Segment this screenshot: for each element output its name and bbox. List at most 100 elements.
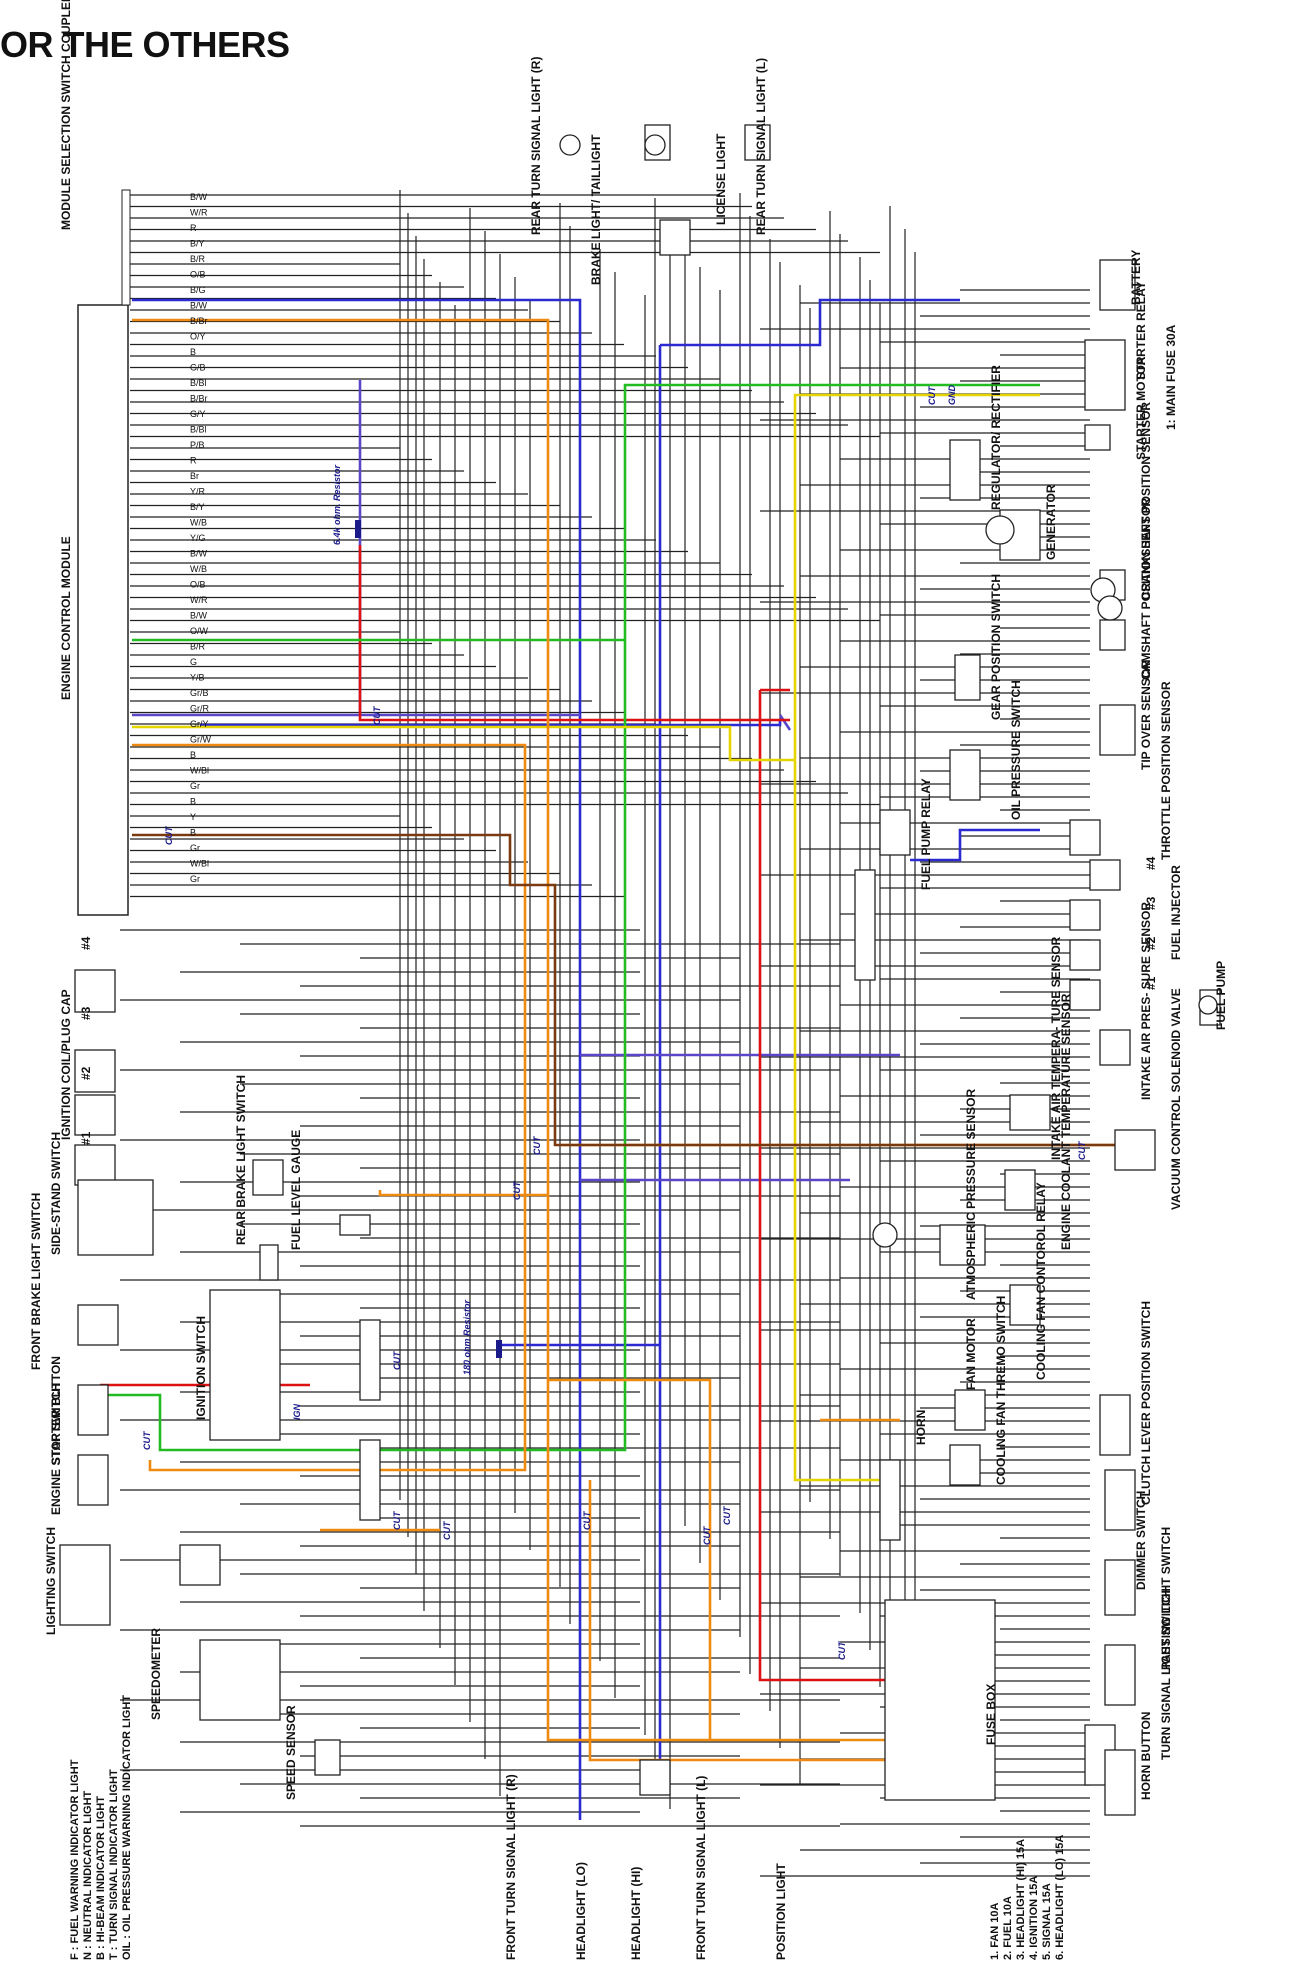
wire-code-40: Y [190,812,196,822]
cut-note: CUT [392,1350,402,1370]
label-left-9: ENGINE STOP SWITCH [49,1383,63,1515]
component-symbol-19 [949,439,981,501]
component-symbol-23 [954,654,981,701]
label-right-4: REGULATOR/ RECTIFIER [989,365,1003,510]
component-symbol-35 [1114,1129,1156,1171]
component-symbols [59,124,1221,1816]
label-right-11: THROTTLE POSITION SENSOR [1159,681,1173,860]
label-top-3: REAR TURN SIGNAL LIGHT (L) [754,58,768,235]
component-symbol-25 [949,749,981,801]
component-symbol-33 [1099,1029,1131,1066]
cut-note: CUT [582,1510,592,1530]
component-symbol-34 [1009,1094,1051,1131]
cut-note: CUT [1077,1140,1087,1160]
wire-code-42: Gr [190,843,200,853]
red-wire [98,545,900,1682]
round-symbol-1 [1097,595,1123,621]
cut-note: CUT [722,1505,732,1525]
wire-code-5: O/B [190,270,206,280]
fuse-line: 2. FUEL 10A [1002,1896,1014,1960]
label-bottom-0: FRONT TURN SIGNAL LIGHT (R) [504,1774,518,1960]
yellow-wire [132,393,1040,1482]
cut-note: CUT [392,1510,402,1530]
wire-code-31: Y/B [190,673,205,683]
label-top-0: REAR TURN SIGNAL LIGHT (R) [529,57,543,235]
label-right-18: ENGINE COOLANT TEMPERATURE SENSOR [1059,993,1073,1250]
label-right-10: OIL PRESSURE SWITCH [1009,680,1023,820]
resistor-180-icon [496,1340,502,1358]
component-symbol-2 [74,1094,116,1136]
component-symbol-31 [1069,979,1101,1011]
wire-code-28: O/W [190,626,209,636]
annotations: 6.4k ohm. Resistor 180 ohm Resistor CUT … [142,385,1087,1661]
component-symbol-7 [259,1244,279,1281]
label-right-17: VACUUM CONTROL SOLENOID VALVE [1169,988,1183,1210]
wire-code-32: Gr/B [190,688,209,698]
injector-number-2: #2 [1144,936,1158,950]
fuse-legend: 1. FAN 10A 2. FUEL 10A 3. HEADLIGHT (HI)… [989,1835,1066,1960]
component-symbol-14 [199,1639,281,1721]
ign-note: IGN [292,1403,302,1420]
wire-code-34: Gr/Y [190,719,209,729]
wire-code-21: W/B [190,518,207,528]
wire-code-17: R [190,456,197,466]
component-symbol-8 [77,1304,119,1346]
component-symbol-13 [179,1544,221,1586]
component-symbol-29 [1069,899,1101,931]
fuse-line: 5. SIGNAL 15A [1041,1883,1053,1960]
component-symbol-16 [1099,259,1136,311]
legend-line: B : HI-BEAM INDICATOR LIGHT [95,1796,107,1960]
coil-number-1: #3 [79,1006,93,1020]
label-right-14: FUEL PUMP [1214,961,1228,1030]
component-symbol-48 [359,1319,381,1401]
component-symbol-10 [77,1454,109,1506]
component-symbol-15 [314,1739,341,1776]
component-symbol-11 [209,1289,281,1441]
round-symbol-2 [985,515,1015,545]
component-symbol-51 [854,869,876,981]
wire-code-30: G [190,657,197,667]
component-symbol-53 [659,219,691,256]
coil-number-3: #1 [79,1131,93,1145]
wire-code-22: Y/G [190,533,206,543]
fuse-line: 4. IGNITION 15A [1028,1876,1040,1960]
wire-code-33: Gr/R [190,704,209,714]
component-symbol-44 [1104,1644,1136,1706]
label-right-7: CAMSHAFT POSITION SENSOR [1139,498,1153,680]
label-right-2: 1: MAIN FUSE 30A [1164,324,1178,430]
label-left-4: REAR BRAKE LIGHT SWITCH [234,1075,248,1245]
indicator-legend: F : FUEL WARNING INDICATOR LIGHT N : NEU… [69,1695,133,1960]
label-right-21: FAN MOTOR [964,1318,978,1390]
label-right-15: INTAKE AIR PRES- SURE SENSOR [1139,902,1153,1100]
label-bottom-4: POSITION LIGHT [774,1863,788,1960]
label-bottom-3: FRONT TURN SIGNAL LIGHT (L) [694,1776,708,1960]
wire-code-26: W/R [190,595,208,605]
label-right-16: INTAKE AIR TEMPERA- TURE SENSOR [1049,936,1063,1160]
component-symbol-41 [1099,1394,1131,1456]
wire-code-15: B/Bl [190,425,207,435]
page-title: OR THE OTHERS [0,24,290,65]
label-right-29: FUSE BOX [984,1684,998,1745]
wire-code-25: O/B [190,580,206,590]
label-right-6: CRANKSHAFT POSITION SENSOR [1139,402,1153,600]
label-right-0: BATTERY [1129,250,1143,305]
injector-number-3: #1 [1144,976,1158,990]
wire-code-19: Y/R [190,487,206,497]
label-left-1: ENGINE CONTROL MODULE [59,536,73,700]
ecm-block [77,189,131,916]
component-symbol-18 [1084,424,1111,451]
component-symbol-1 [74,1049,116,1093]
wire-code-39: B [190,797,196,807]
component-symbol-28 [1089,859,1121,891]
coil-number-0: #4 [79,936,93,950]
resistor-6k4-icon [355,520,361,538]
cut-note: CUT [532,1135,542,1155]
label-right-9: TIP OVER SENSOR [1139,660,1153,770]
wire-code-24: W/B [190,564,207,574]
wire-code-4: B/R [190,254,206,264]
wire-code-0: B/W [190,192,208,202]
component-symbol-42 [1104,1469,1136,1531]
label-left-11: SPEEDOMETER [149,1628,163,1720]
component-symbol-3 [74,1144,116,1186]
